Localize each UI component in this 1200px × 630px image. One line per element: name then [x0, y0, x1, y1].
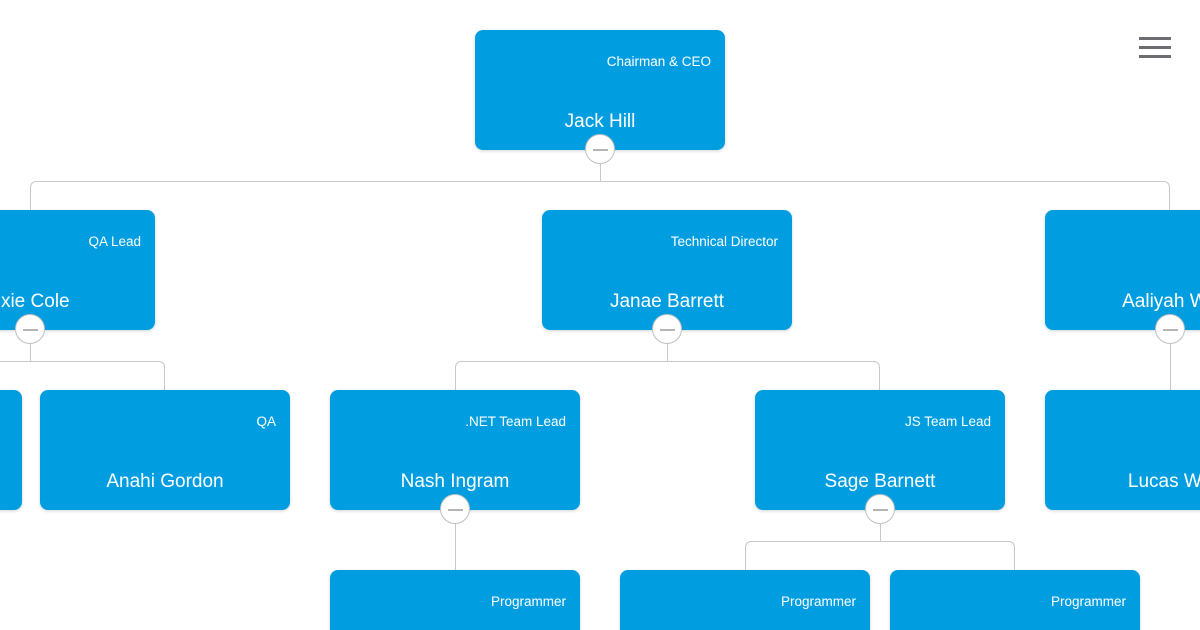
collapse-toggle-aaliyah-we[interactable] — [1155, 314, 1185, 344]
org-node-lexie-cole[interactable]: QA Lead exie Cole — [0, 210, 155, 330]
hamburger-bar-2 — [1139, 46, 1171, 49]
org-node-clipped-left-qa[interactable] — [0, 390, 22, 510]
collapse-toggle-sage-barnett[interactable] — [865, 494, 895, 524]
connector-bus-sage — [745, 541, 1015, 570]
connector-sage-stem — [880, 524, 881, 541]
collapse-toggle-janae-barrett[interactable] — [652, 314, 682, 344]
org-node-programmer-2[interactable]: Programmer — [620, 570, 870, 630]
org-node-lucas-we[interactable]: Lucas We — [1045, 390, 1200, 510]
node-name: Lucas We — [1127, 471, 1200, 492]
node-name: Janae Barrett — [609, 291, 725, 312]
node-title: Technical Director — [670, 234, 778, 249]
hamburger-bar-1 — [1139, 37, 1171, 40]
node-name: Sage Barnett — [824, 471, 936, 492]
node-name: exie Cole — [0, 291, 70, 312]
node-title: Chairman & CEO — [606, 54, 711, 69]
hamburger-menu-icon[interactable] — [1137, 33, 1173, 63]
connector-bus-janae — [455, 361, 880, 390]
connector-aaliyah-to-lucas — [1170, 361, 1171, 390]
node-title: JS Team Lead — [904, 414, 991, 429]
org-node-aaliyah-we[interactable]: Aaliyah We — [1045, 210, 1200, 330]
org-node-sage-barnett[interactable]: JS Team Lead Sage Barnett — [755, 390, 1005, 510]
node-name: Jack Hill — [564, 111, 636, 132]
node-title: QA Lead — [88, 234, 141, 249]
connector-lexie-stem — [30, 344, 31, 361]
connector-nash-to-programmer — [455, 524, 456, 570]
node-name: Anahi Gordon — [106, 471, 224, 492]
node-title: .NET Team Lead — [465, 414, 566, 429]
connector-bus-level1 — [30, 181, 1170, 210]
org-node-anahi-gordon[interactable]: QA Anahi Gordon — [40, 390, 290, 510]
node-title: QA — [256, 414, 276, 429]
hamburger-bar-3 — [1139, 55, 1171, 58]
node-title: Programmer — [490, 594, 566, 609]
collapse-toggle-lexie-cole[interactable] — [15, 314, 45, 344]
org-node-jack-hill[interactable]: Chairman & CEO Jack Hill — [475, 30, 725, 150]
node-name: Nash Ingram — [400, 471, 510, 492]
node-name: Aaliyah We — [1122, 291, 1200, 312]
connector-aaliyah-stem — [1170, 344, 1171, 361]
node-title: Programmer — [780, 594, 856, 609]
node-title: Programmer — [1050, 594, 1126, 609]
collapse-toggle-nash-ingram[interactable] — [440, 494, 470, 524]
org-node-nash-ingram[interactable]: .NET Team Lead Nash Ingram — [330, 390, 580, 510]
connector-janae-stem — [667, 344, 668, 361]
connector-bus-lexie — [0, 361, 165, 390]
collapse-toggle-jack-hill[interactable] — [585, 134, 615, 164]
connector-root-stem — [600, 164, 601, 181]
org-node-programmer-3[interactable]: Programmer — [890, 570, 1140, 630]
org-node-janae-barrett[interactable]: Technical Director Janae Barrett — [542, 210, 792, 330]
org-node-programmer-1[interactable]: Programmer — [330, 570, 580, 630]
